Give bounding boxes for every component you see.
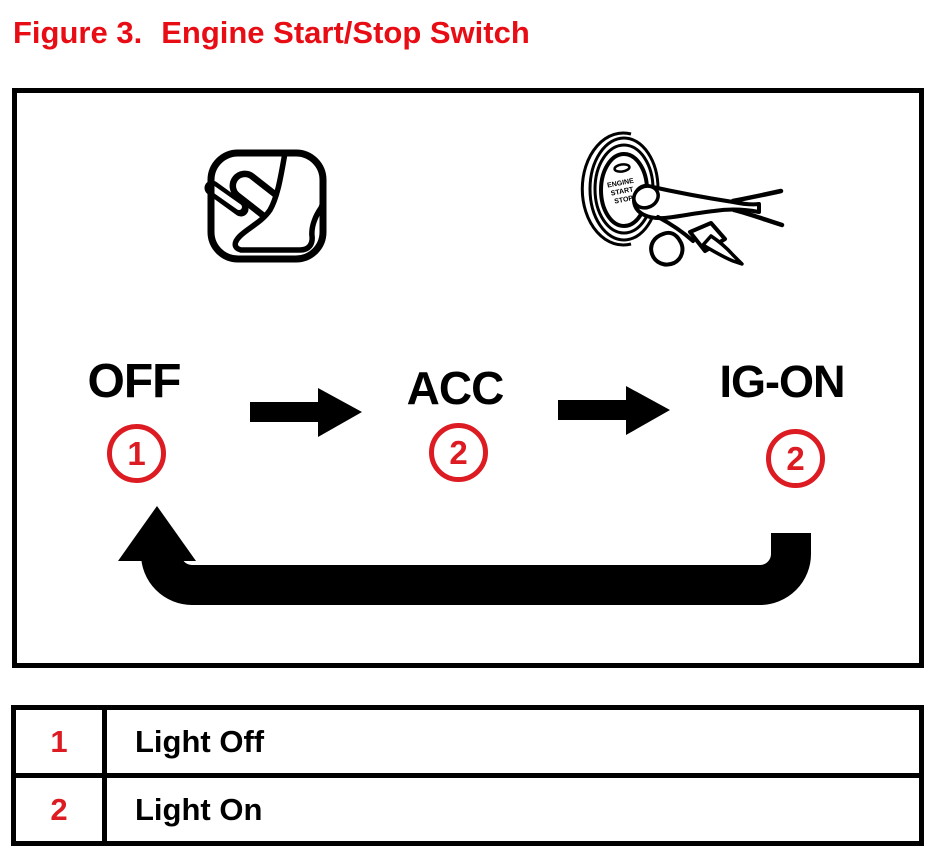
return-arrow [118,506,811,605]
flow-arrow-acc-to-igon [558,386,670,435]
legend-description: Light Off [135,723,265,759]
legend-key-number: 2 [16,778,107,841]
state-label-ig-on: IG-ON [719,356,846,407]
pressing-finger-illustration [632,183,785,267]
legend-row: 2 Light On [16,773,919,841]
figure-caption: Engine Start/Stop Switch [161,15,530,50]
legend-row: 1 Light Off [16,710,919,773]
key-marker-2-acc: 2 [429,423,488,482]
state-label-acc: ACC [406,362,505,414]
figure-number: Figure 3. [13,15,143,50]
state-label-off: OFF [87,355,182,408]
flow-arrow-off-to-acc [250,388,362,437]
legend-key-number: 1 [16,710,107,773]
legend-table: 1 Light Off 2 Light On [11,705,924,846]
legend-description: Light On [135,791,263,827]
button-text-line: START [610,186,634,197]
diagram-artwork: ENGINE START STOP [118,131,811,605]
figure-title: Figure 3. Engine Start/Stop Switch [13,15,530,51]
button-text-line: STOP [614,195,634,206]
key-marker-2-igon: 2 [766,429,825,488]
brake-pedal-icon [204,149,327,263]
key-marker-1: 1 [107,424,166,483]
diagram-panel: ENGINE START STOP [12,88,924,668]
